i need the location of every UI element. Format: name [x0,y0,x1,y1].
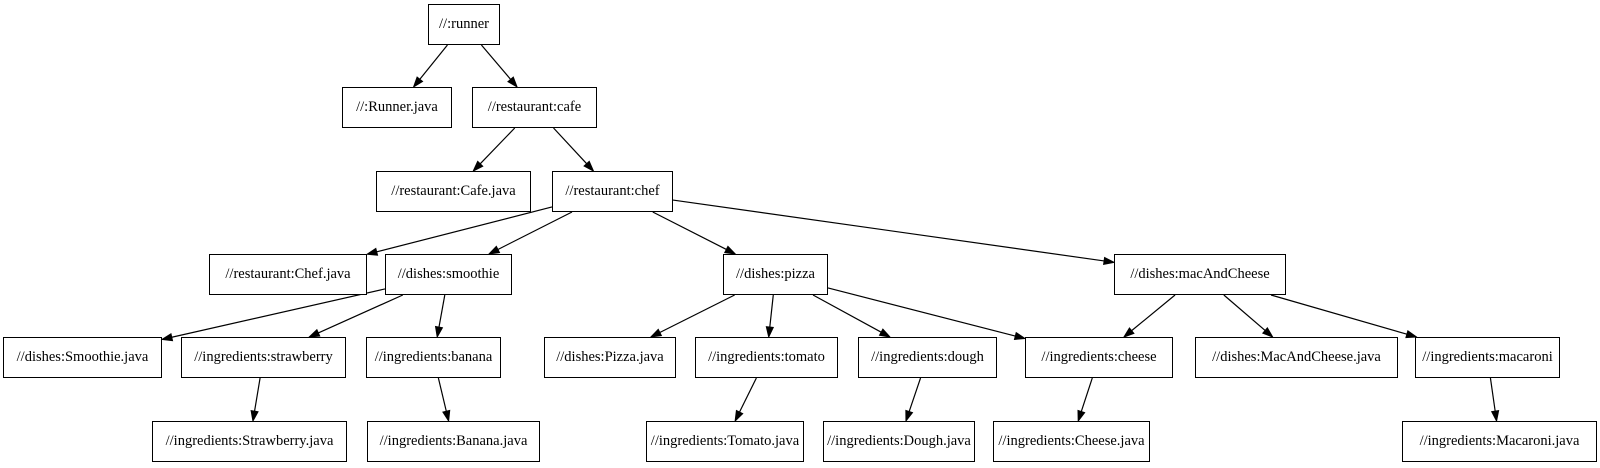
node-macaroni_java: //ingredients:Macaroni.java [1402,421,1597,462]
edge-macandcheese-to-cheese [1131,294,1176,332]
edge-chef-to-smoothie [497,211,573,251]
edge-smoothie-to-smoothie_java [171,288,386,338]
arrowhead-pizza-to-cheese [1013,331,1027,340]
arrowhead-chef-to-chef_java [365,247,379,256]
arrowhead-smoothie-to-banana [434,325,444,339]
node-banana: //ingredients:banana [366,337,501,378]
node-tomato_java: //ingredients:Tomato.java [646,421,804,462]
arrowhead-cheese-to-cheese_java [1077,409,1086,423]
arrowhead-dough-to-dough_java [905,409,914,423]
node-tomato: //ingredients:tomato [695,337,838,378]
node-cafe_java: //restaurant:Cafe.java [376,171,531,212]
node-cheese_java: //ingredients:Cheese.java [993,421,1150,462]
edge-chef-to-macandcheese [672,199,1105,262]
arrowhead-chef-to-macandcheese [1103,256,1116,266]
arrowhead-cafe-to-cafe_java [472,160,484,173]
edge-cafe-to-chef [553,127,588,165]
node-macandcheese: //dishes:macAndCheese [1114,254,1286,295]
edge-runner-to-runner_java [419,44,448,80]
edge-smoothie-to-banana [438,294,446,328]
arrowhead-pizza-to-pizza_java [649,328,663,338]
arrowhead-pizza-to-tomato [765,326,775,339]
edge-dough-to-dough_java [908,377,922,412]
arrowhead-banana-to-banana_java [442,409,451,423]
node-strawberry_java: //ingredients:Strawberry.java [152,421,347,462]
edge-pizza-to-cheese [827,287,1016,337]
edge-macaroni-to-macaroni_java [1489,377,1496,412]
node-smoothie: //dishes:smoothie [385,254,512,295]
edge-strawberry-to-strawberry_java [253,377,261,412]
arrowhead-tomato-to-tomato_java [734,409,744,423]
edge-pizza-to-tomato [769,294,774,328]
node-dough_java: //ingredients:Dough.java [823,421,975,462]
edge-runner-to-cafe [480,44,512,80]
node-runner: //:runner [428,4,500,45]
edge-pizza-to-dough [812,294,882,333]
node-pizza_java: //dishes:Pizza.java [544,337,676,378]
arrowhead-runner-to-runner_java [412,76,424,89]
arrowhead-chef-to-smoothie [487,245,501,255]
node-cafe: //restaurant:cafe [472,87,597,128]
edge-macandcheese-to-macandcheese_java [1223,294,1266,331]
node-chef_java: //restaurant:Chef.java [209,254,367,295]
edge-cafe-to-cafe_java [479,127,516,165]
node-runner_java: //:Runner.java [342,87,452,128]
node-macaroni: //ingredients:macaroni [1415,337,1560,378]
arrowhead-macandcheese-to-macaroni [1405,330,1418,339]
arrowhead-macandcheese-to-macandcheese_java [1261,326,1274,338]
edge-pizza-to-pizza_java [659,294,735,334]
edge-banana-to-banana_java [437,377,447,412]
node-strawberry: //ingredients:strawberry [181,337,346,378]
arrowhead-macandcheese-to-cheese [1122,327,1135,338]
arrowhead-pizza-to-dough [878,328,892,338]
arrowhead-smoothie-to-strawberry [307,328,321,338]
node-pizza: //dishes:pizza [723,254,828,295]
arrowhead-runner-to-cafe [507,76,519,89]
arrowhead-chef-to-pizza [723,245,737,255]
arrowhead-smoothie-to-smoothie_java [160,333,174,342]
node-banana_java: //ingredients:Banana.java [367,421,540,462]
edge-macandcheese-to-macaroni [1270,294,1408,335]
edge-chef-to-pizza [652,211,727,250]
arrowhead-macaroni-to-macaroni_java [1490,410,1500,423]
node-dough: //ingredients:dough [858,337,997,378]
node-cheese: //ingredients:cheese [1025,337,1173,378]
edge-cheese-to-cheese_java [1080,377,1093,412]
arrowhead-strawberry-to-strawberry_java [250,409,259,423]
edge-tomato-to-tomato_java [739,377,757,413]
arrowhead-cafe-to-chef [583,160,595,173]
edge-smoothie-to-strawberry [318,294,404,334]
node-chef: //restaurant:chef [552,171,673,212]
edge-chef-to-chef_java [376,206,553,253]
node-smoothie_java: //dishes:Smoothie.java [3,337,162,378]
node-macandcheese_java: //dishes:MacAndCheese.java [1195,337,1398,378]
